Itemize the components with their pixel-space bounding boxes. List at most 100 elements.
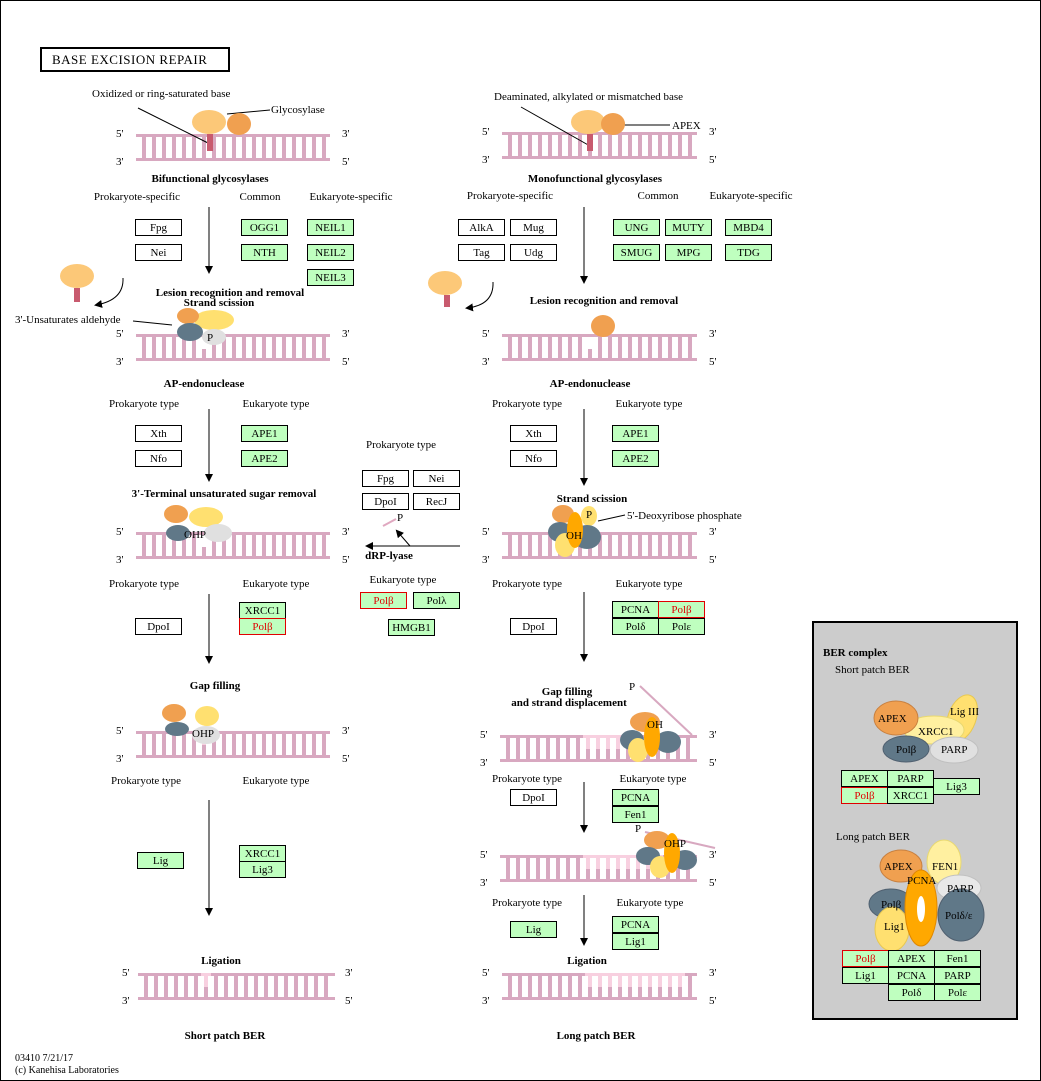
gene-box[interactable]: Fpg <box>362 470 409 487</box>
gene-box[interactable]: MPG <box>665 244 712 261</box>
dna-base-pair <box>688 135 692 156</box>
gene-box[interactable]: Polλ <box>413 592 460 609</box>
gene-box[interactable]: DpoI <box>510 618 557 635</box>
gene-box[interactable]: PCNA <box>612 601 659 618</box>
gene-box[interactable]: PCNA <box>888 967 935 984</box>
dna-base-pair <box>526 738 530 759</box>
gene-box[interactable]: Polε <box>658 618 705 635</box>
dna-base-pair <box>322 137 326 158</box>
lig-shape <box>189 507 223 527</box>
gene-box[interactable]: Mug <box>510 219 557 236</box>
gene-box[interactable]: Fen1 <box>612 806 659 823</box>
gene-box[interactable]: Nfo <box>510 450 557 467</box>
gene-box-highlighted[interactable]: Polβ <box>360 592 407 609</box>
ohp-label: OHP <box>192 728 215 740</box>
gene-box[interactable]: Lig3 <box>933 778 980 795</box>
gene-box[interactable]: SMUG <box>613 244 660 261</box>
dna-base-pair <box>536 858 540 879</box>
gene-box[interactable]: MBD4 <box>725 219 772 236</box>
dna-base-pair <box>506 858 510 879</box>
blob-label: PARP <box>941 744 968 756</box>
dna-base-pair <box>142 337 146 358</box>
copyright: (c) Kanehisa Laboratories <box>15 1065 119 1076</box>
dna-base-pair <box>576 738 580 759</box>
gene-box[interactable]: XRCC1 <box>239 602 286 619</box>
gene-box[interactable]: Lig <box>510 921 557 938</box>
gene-box[interactable]: Lig <box>137 852 184 869</box>
gene-box[interactable]: NEIL2 <box>307 244 354 261</box>
gene-box[interactable]: Xth <box>510 425 557 442</box>
step-title-strand-scission: Strand scission <box>556 493 628 505</box>
gene-box[interactable]: UNG <box>613 219 660 236</box>
gene-box[interactable]: Lig3 <box>239 861 286 878</box>
gene-box[interactable]: Udg <box>510 244 557 261</box>
gene-box[interactable]: XRCC1 <box>239 845 286 862</box>
gene-box[interactable]: Xth <box>135 425 182 442</box>
gene-box[interactable]: TDG <box>725 244 772 261</box>
gene-box[interactable]: PCNA <box>612 916 659 933</box>
gene-box-highlighted[interactable]: Polβ <box>841 787 888 804</box>
dna-base-pair <box>314 976 318 997</box>
gene-box[interactable]: PCNA <box>612 789 659 806</box>
gene-box[interactable]: Fen1 <box>934 950 981 967</box>
gene-box[interactable]: RecJ <box>413 493 460 510</box>
dna-base-pair-new <box>204 976 208 987</box>
gene-box[interactable]: Lig1 <box>612 933 659 950</box>
dna-base-pair <box>234 976 238 997</box>
dna-base-pair <box>282 137 286 158</box>
leader-line <box>597 514 626 522</box>
dna-base-pair <box>538 337 542 358</box>
gene-box[interactable]: Tag <box>458 244 505 261</box>
gene-box[interactable]: NTH <box>241 244 288 261</box>
gene-box[interactable]: OGG1 <box>241 219 288 236</box>
dna-base-pair <box>272 734 276 755</box>
gene-box[interactable]: NEIL3 <box>307 269 354 286</box>
col-header: Prokaryote type <box>492 578 562 590</box>
gene-box[interactable]: Nei <box>135 244 182 261</box>
gene-box[interactable]: Lig1 <box>842 967 889 984</box>
gene-box[interactable]: APEX <box>841 770 888 787</box>
gene-box[interactable]: PARP <box>887 770 934 787</box>
gene-box[interactable]: PARP <box>934 967 981 984</box>
dna-base-pair-new <box>638 976 642 987</box>
dna-base-pair <box>224 976 228 997</box>
dna-base-pair <box>618 337 622 358</box>
dna-base-pair <box>618 987 622 997</box>
gene-box[interactable]: Polδ <box>612 618 659 635</box>
dna-base-pair <box>242 337 246 358</box>
dna-base-pair-new <box>616 738 620 749</box>
gene-box-highlighted[interactable]: Polβ <box>842 950 889 967</box>
gene-box[interactable]: HMGB1 <box>388 619 435 636</box>
dna-base-pair-new <box>678 976 682 987</box>
gene-box[interactable]: APE2 <box>612 450 659 467</box>
gene-box[interactable]: AlkA <box>458 219 505 236</box>
gene-box[interactable]: MUTY <box>665 219 712 236</box>
gene-box[interactable]: Fpg <box>135 219 182 236</box>
gene-box-highlighted[interactable]: Polβ <box>239 618 286 635</box>
lig-shape <box>194 310 234 330</box>
ber-complex-panel: BER complex Short patch BER APEX Lig III… <box>812 621 1018 1020</box>
gene-box[interactable]: DpoI <box>362 493 409 510</box>
result-short-patch: Short patch BER <box>184 1030 266 1042</box>
gene-box[interactable]: Nfo <box>135 450 182 467</box>
dna-base-pair <box>162 734 166 755</box>
strand-end-label: 5' <box>480 849 488 861</box>
gene-box[interactable]: Nei <box>413 470 460 487</box>
dna-base-pair <box>628 135 632 156</box>
gene-box[interactable]: DpoI <box>510 789 557 806</box>
gene-box[interactable]: APEX <box>888 950 935 967</box>
gene-box[interactable]: Polδ <box>888 984 935 1001</box>
gene-box-highlighted[interactable]: Polβ <box>658 601 705 618</box>
gene-box[interactable]: NEIL1 <box>307 219 354 236</box>
gene-box[interactable]: XRCC1 <box>887 787 934 804</box>
dna-base-pair <box>194 976 198 997</box>
gene-box[interactable]: APE1 <box>612 425 659 442</box>
strand-end-label: 5' <box>709 995 717 1007</box>
gene-box[interactable]: APE2 <box>241 450 288 467</box>
gene-box[interactable]: DpoI <box>135 618 182 635</box>
gene-box[interactable]: Polε <box>934 984 981 1001</box>
complex-title: BER complex <box>823 647 888 659</box>
dna-base-pair <box>154 976 158 997</box>
dna-duplex <box>136 334 330 361</box>
gene-box[interactable]: APE1 <box>241 425 288 442</box>
